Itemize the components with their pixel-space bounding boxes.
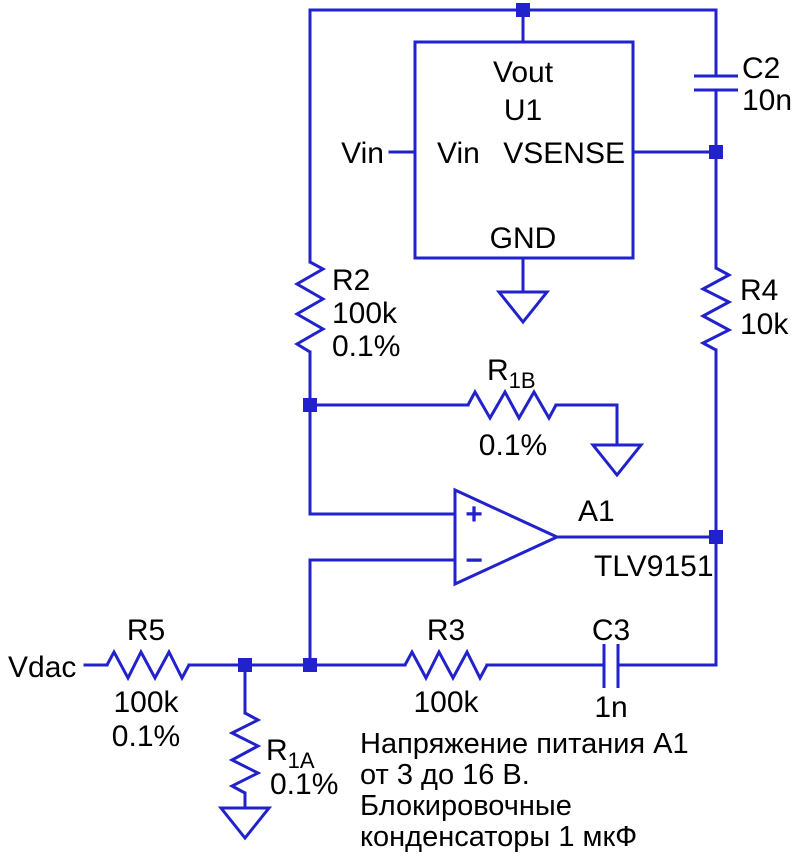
junction-opamp-output (709, 530, 723, 544)
r1b-ref-subscript: 1B (509, 368, 536, 393)
junction-vsense (709, 145, 723, 159)
u1-pin-vin-label: Vin (437, 137, 480, 170)
r2-value-label: 100k (332, 297, 398, 330)
junction-vout-top (516, 3, 530, 17)
note-line-1: Напряжение питания A1 (360, 728, 689, 760)
r1b-tolerance-label: 0.1% (479, 429, 547, 462)
junctions (238, 3, 723, 672)
u1-pin-gnd-label: GND (490, 222, 557, 255)
r5-ref-label: R5 (127, 614, 165, 647)
r5-resistor-symbol (105, 648, 191, 682)
r5-tolerance-label: 0.1% (112, 720, 180, 753)
junction-r5-r1a (238, 658, 252, 672)
ground-symbol-r1b (589, 443, 645, 478)
wire-r1b-right (554, 403, 619, 447)
c3-ref-label: C3 (592, 614, 630, 647)
r4-resistor-symbol (699, 266, 733, 352)
c3-value-label: 1n (594, 691, 627, 724)
u1-pin-vsense-label: VSENSE (503, 137, 625, 170)
r1a-resistor-symbol (228, 711, 262, 795)
r4-ref-label: R4 (740, 274, 778, 307)
net-vin-label: Vin (341, 137, 384, 170)
wire-opamp-plus-input (308, 403, 457, 516)
r1a-ref-subscript: 1A (288, 748, 315, 773)
junction-r2-r1b (303, 398, 317, 412)
r1a-tolerance-label: 0.1% (270, 768, 338, 801)
u1-ref-label: U1 (504, 94, 542, 127)
r1b-ref-main: R (487, 354, 509, 387)
net-vdac-label: Vdac (8, 651, 76, 684)
junction-minus-input (303, 658, 317, 672)
a1-ref-label: A1 (578, 495, 615, 528)
wire-opamp-minus-input (308, 558, 457, 667)
symbols (105, 40, 738, 841)
r2-resistor-symbol (293, 260, 327, 354)
ground-symbol-u1 (495, 290, 551, 325)
labels: Vout U1 Vin VSENSE GND Vin Vdac C2 10n R… (8, 52, 792, 853)
u1-pin-vout-label: Vout (493, 56, 554, 89)
r2-tolerance-label: 0.1% (332, 330, 400, 363)
r3-value-label: 100k (413, 686, 479, 719)
opamp-minus-sign: − (465, 544, 483, 577)
r1b-ref-label: R1B (487, 354, 536, 393)
r1a-ref-label: R1A (266, 734, 315, 773)
r3-resistor-symbol (403, 648, 489, 682)
r2-ref-label: R2 (332, 264, 370, 297)
note-line-2: от 3 до 16 В. (360, 759, 530, 791)
r4-value-label: 10k (740, 308, 789, 341)
r5-value-label: 100k (113, 686, 179, 719)
u1-box (413, 40, 635, 260)
wires (83, 8, 718, 810)
r1a-ref-main: R (266, 734, 288, 767)
r1b-resistor-symbol (466, 388, 558, 422)
r3-ref-label: R3 (427, 614, 465, 647)
c2-ref-label: C2 (742, 52, 780, 85)
c2-value-label: 10n (742, 84, 792, 117)
a1-part-label: TLV9151 (594, 550, 714, 583)
note-line-4: конденсаторы 1 мкФ (360, 821, 637, 853)
opamp-plus-sign: + (465, 498, 483, 531)
a1-opamp-symbol (453, 487, 561, 587)
note-line-3: Блокировочные (360, 790, 572, 822)
ground-symbol-r1a (217, 806, 273, 841)
